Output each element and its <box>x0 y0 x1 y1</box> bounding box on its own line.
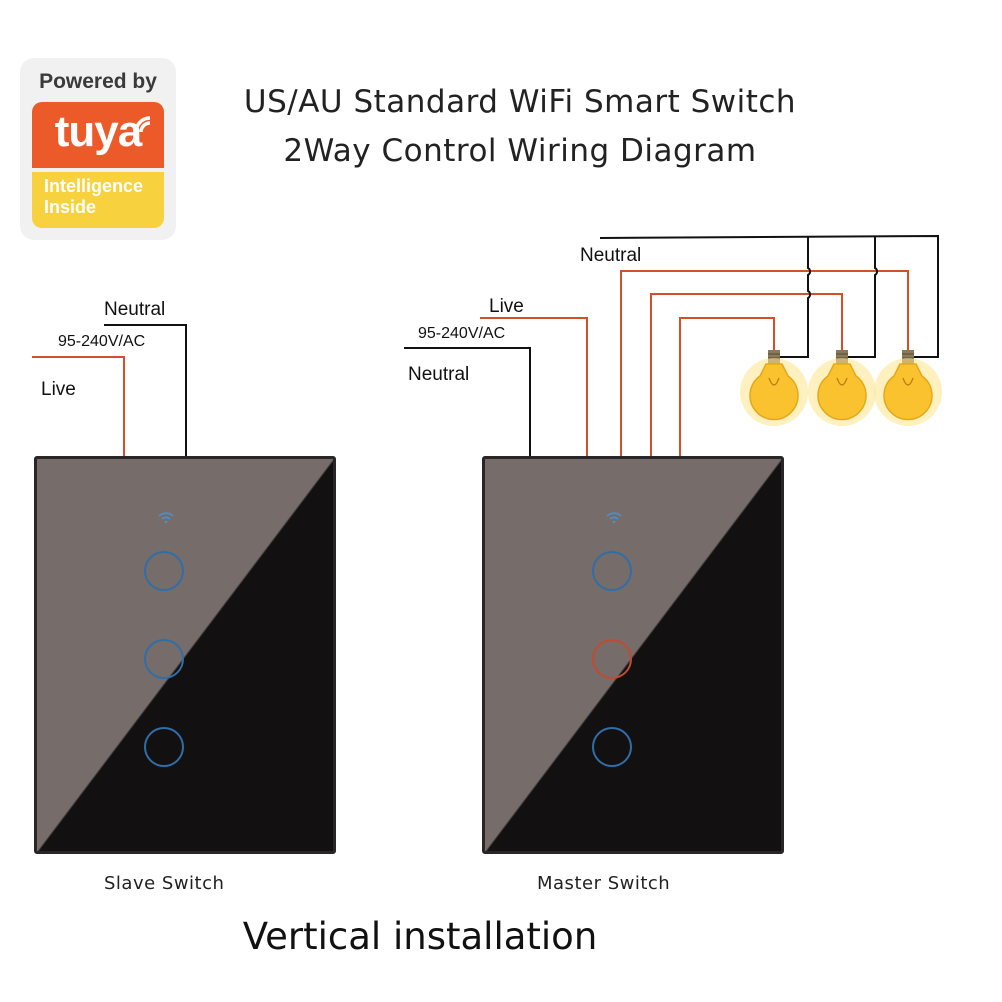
tagline-line1: Intelligence <box>44 176 144 196</box>
load-wire-1 <box>620 270 909 458</box>
master-neutral-top-label: Neutral <box>580 245 642 266</box>
slave-touch-button-3[interactable] <box>144 727 184 767</box>
master-switch-panel <box>482 456 784 854</box>
wifi-icon <box>606 512 622 523</box>
slave-switch-panel <box>34 456 336 854</box>
master-neutral-label: Neutral <box>408 364 470 385</box>
neutral-drop-1 <box>778 237 812 358</box>
slave-live-wire <box>32 356 125 458</box>
master-touch-button-1[interactable] <box>592 551 632 591</box>
slave-voltage-label: 95-240V/AC <box>58 333 146 350</box>
master-touch-button-2[interactable] <box>592 639 632 679</box>
light-bulb-icon <box>874 350 942 426</box>
tagline-line2: Inside <box>44 197 97 217</box>
neutral-drop-2 <box>846 237 879 358</box>
tuya-badge: Powered by tuya Intelligence Inside <box>20 58 176 240</box>
load-wire-2 <box>650 293 843 458</box>
master-live-wire <box>480 317 588 458</box>
slave-neutral-label: Neutral <box>104 299 166 320</box>
slave-touch-button-2[interactable] <box>144 639 184 679</box>
installation-caption: Vertical installation <box>242 915 598 958</box>
slave-touch-button-1[interactable] <box>144 551 184 591</box>
light-bulb-icon <box>740 350 808 426</box>
slave-live-label: Live <box>41 379 76 400</box>
master-voltage-label: 95-240V/AC <box>418 325 506 342</box>
load-wire-3 <box>679 317 775 458</box>
title-line1: US/AU Standard WiFi Smart Switch <box>243 84 797 120</box>
tuya-logo-text: tuya <box>54 107 142 156</box>
tuya-logo-panel: tuya <box>32 102 164 168</box>
master-caption: Master Switch <box>537 873 671 894</box>
wifi-icon <box>158 512 174 523</box>
title-line2: 2Way Control Wiring Diagram <box>283 133 757 169</box>
powered-by-text: Powered by <box>39 70 157 93</box>
tagline-panel: Intelligence Inside <box>32 172 164 228</box>
master-neutral-wire <box>404 347 531 458</box>
light-bulb-icon <box>808 350 876 426</box>
neutral-bus <box>599 234 939 358</box>
wifi-signal-icon <box>134 116 151 133</box>
master-touch-button-3[interactable] <box>592 727 632 767</box>
slave-caption: Slave Switch <box>104 873 225 894</box>
slave-neutral-wire <box>104 324 187 458</box>
master-live-label: Live <box>489 296 524 317</box>
